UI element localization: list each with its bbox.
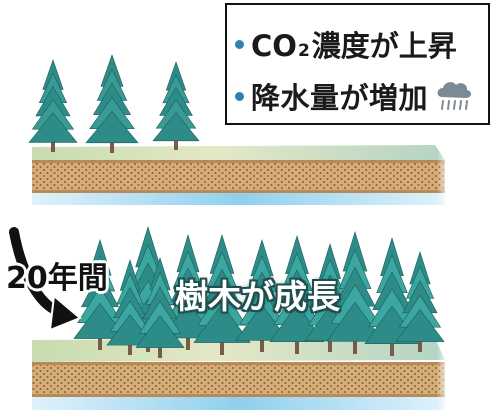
conifer-tree	[28, 59, 78, 152]
conifer-tree	[106, 259, 154, 355]
trees-before	[28, 54, 200, 153]
ground-after	[32, 335, 450, 415]
conifer-tree	[135, 257, 185, 358]
period-label: 20年間	[6, 261, 108, 296]
conifer-tree	[364, 236, 420, 356]
conifer-tree	[326, 230, 384, 354]
rain-cloud-icon	[437, 82, 472, 110]
ground-before	[32, 140, 450, 210]
conifer-tree	[193, 233, 251, 355]
conifer-tree	[235, 238, 289, 352]
trees-after	[73, 225, 445, 358]
legend-item-rain: 降水量が増加	[235, 75, 474, 117]
rain-label: 降水量が増加	[251, 81, 429, 115]
growth-label: 樹木が成長	[175, 277, 340, 316]
conifer-tree	[395, 251, 445, 352]
bullet-icon	[235, 91, 244, 101]
bullet-icon	[235, 39, 244, 49]
conifer-tree	[85, 54, 139, 153]
conifer-tree	[269, 234, 325, 354]
time-arrow	[6, 224, 82, 332]
conifer-tree	[152, 61, 200, 150]
